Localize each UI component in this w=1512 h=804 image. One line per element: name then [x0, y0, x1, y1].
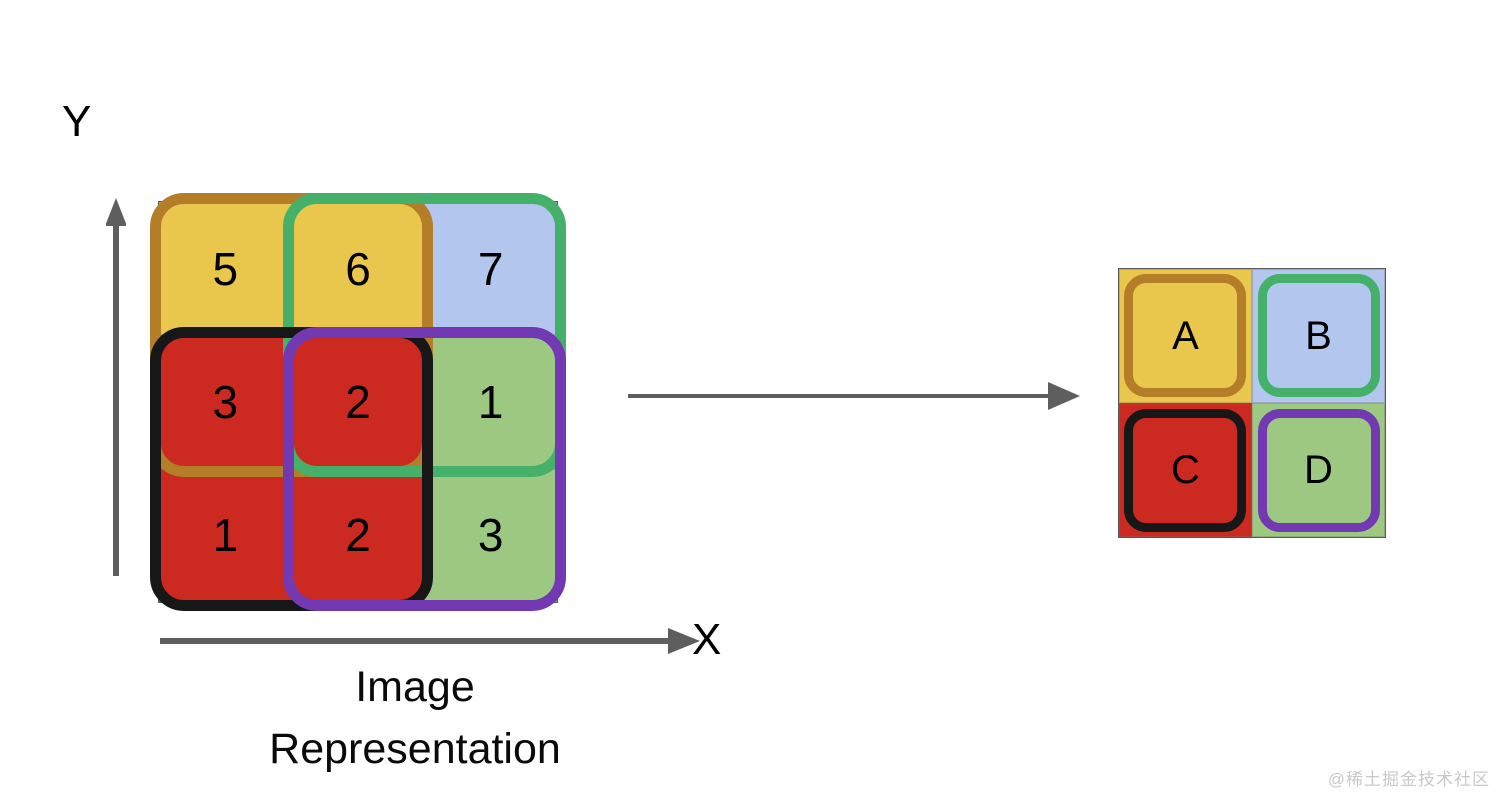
transform-arrow-icon — [628, 382, 1080, 410]
roi-c-region-box — [150, 327, 433, 611]
source-cell: 7 — [424, 202, 557, 336]
x-axis-arrow-icon — [160, 628, 700, 654]
y-axis-label: Y — [62, 97, 92, 146]
roi-d-region-box — [283, 327, 566, 611]
y-axis-arrow-icon — [106, 198, 126, 576]
source-cell: 1 — [159, 468, 292, 602]
caption-line-2: Representation — [269, 725, 561, 773]
image-representation-caption: Image Representation — [215, 656, 615, 780]
output-cell-b-box — [1258, 274, 1380, 397]
output-cell-a-box — [1124, 274, 1246, 397]
output-cell-c-box — [1124, 409, 1246, 532]
output-cell-d-box — [1258, 409, 1380, 532]
watermark: @稀土掘金技术社区 — [1327, 770, 1490, 789]
caption-line-1: Image — [355, 663, 475, 711]
x-axis-label: X — [692, 615, 722, 664]
